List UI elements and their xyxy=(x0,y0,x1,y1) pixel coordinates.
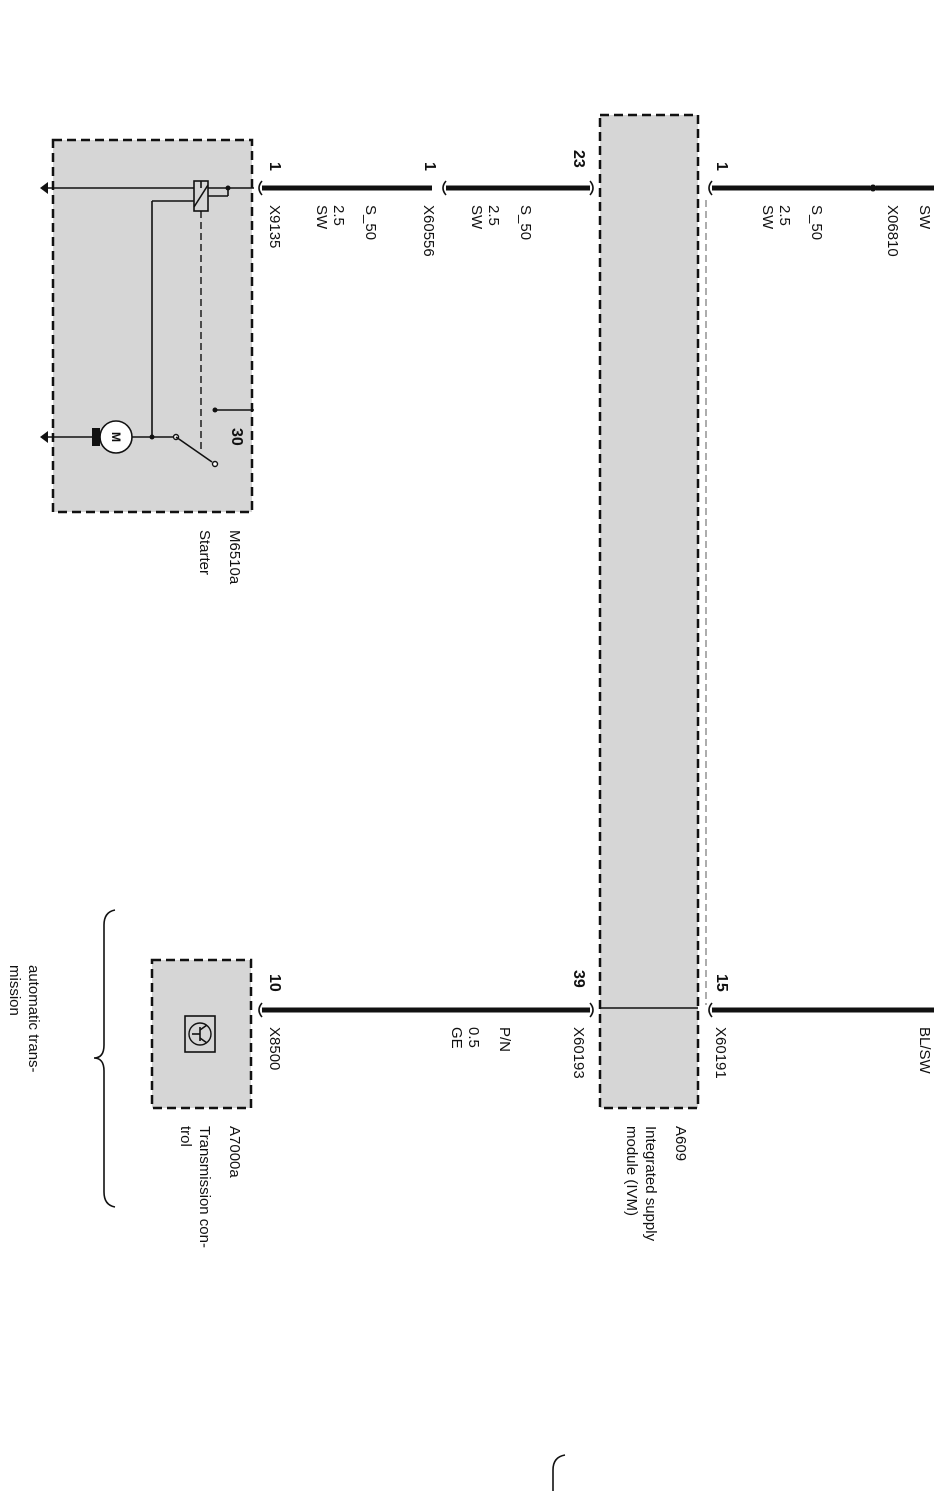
connector-arcs xyxy=(258,180,713,1018)
pin-number: 15 xyxy=(713,974,730,992)
wire-gauge: 0.5 xyxy=(465,1027,482,1048)
ism-name-line2: module (IVM) xyxy=(623,1126,640,1216)
pin-number: 10 xyxy=(266,974,283,992)
pin-number: 23 xyxy=(570,150,587,168)
wire-color: GE xyxy=(448,1027,465,1049)
transmission-id: A7000a xyxy=(226,1126,243,1178)
starter-internals: M xyxy=(40,180,254,468)
connector-label: X8500 xyxy=(266,1027,283,1070)
connector-label: X60193 xyxy=(570,1027,587,1079)
connector-label: X9135 xyxy=(266,205,283,248)
wire-gauge: 2.5 xyxy=(330,205,347,226)
connector-label: X60191 xyxy=(712,1027,729,1079)
ism-name-line1: Integrated supply xyxy=(642,1126,659,1242)
wire-color-edge: SW xyxy=(916,205,933,230)
wire-gauge: 2.5 xyxy=(776,205,793,226)
ground-arrow-bottom xyxy=(40,431,48,443)
ism-id: A609 xyxy=(672,1126,689,1161)
transmission-name-line2: trol xyxy=(177,1126,194,1147)
pin-number: 39 xyxy=(570,970,587,988)
pin-number: 1 xyxy=(421,162,438,171)
wire-signal: S_50 xyxy=(517,205,534,240)
wire-color: SW xyxy=(313,205,330,230)
wire-color: SW xyxy=(759,205,776,230)
pin-number-30: 30 xyxy=(228,428,245,446)
brace-label-line1: automatic trans- xyxy=(25,965,42,1073)
wire-gauge: 2.5 xyxy=(485,205,502,226)
wire-signal: S_50 xyxy=(808,205,825,240)
connector-label: X06810 xyxy=(884,205,901,257)
ism-box xyxy=(598,113,700,1110)
starter-switch-icon xyxy=(175,436,213,463)
motor-brush xyxy=(92,428,100,446)
wire-color: SW xyxy=(468,205,485,230)
brace-label-line2: mission xyxy=(6,965,23,1016)
wire-color-edge: BL/SW xyxy=(916,1027,933,1075)
wire-signal: S_50 xyxy=(362,205,379,240)
starter-id: M6510a xyxy=(226,530,243,585)
transistor-icon xyxy=(184,1015,216,1053)
pin-number: 1 xyxy=(266,162,283,171)
ground-arrow-top xyxy=(40,182,48,194)
starter-name: Starter xyxy=(196,530,213,575)
brace-automatic-transmission xyxy=(93,909,116,1208)
connector-label: X60556 xyxy=(420,205,437,257)
pin-number: 1 xyxy=(713,162,730,171)
motor-label: M xyxy=(109,432,123,442)
brace-partial xyxy=(552,1454,566,1491)
wire-signal: P/N xyxy=(496,1027,513,1052)
splice-dot-x06810 xyxy=(869,184,877,192)
transmission-name-line1: Transmission con- xyxy=(196,1126,213,1248)
